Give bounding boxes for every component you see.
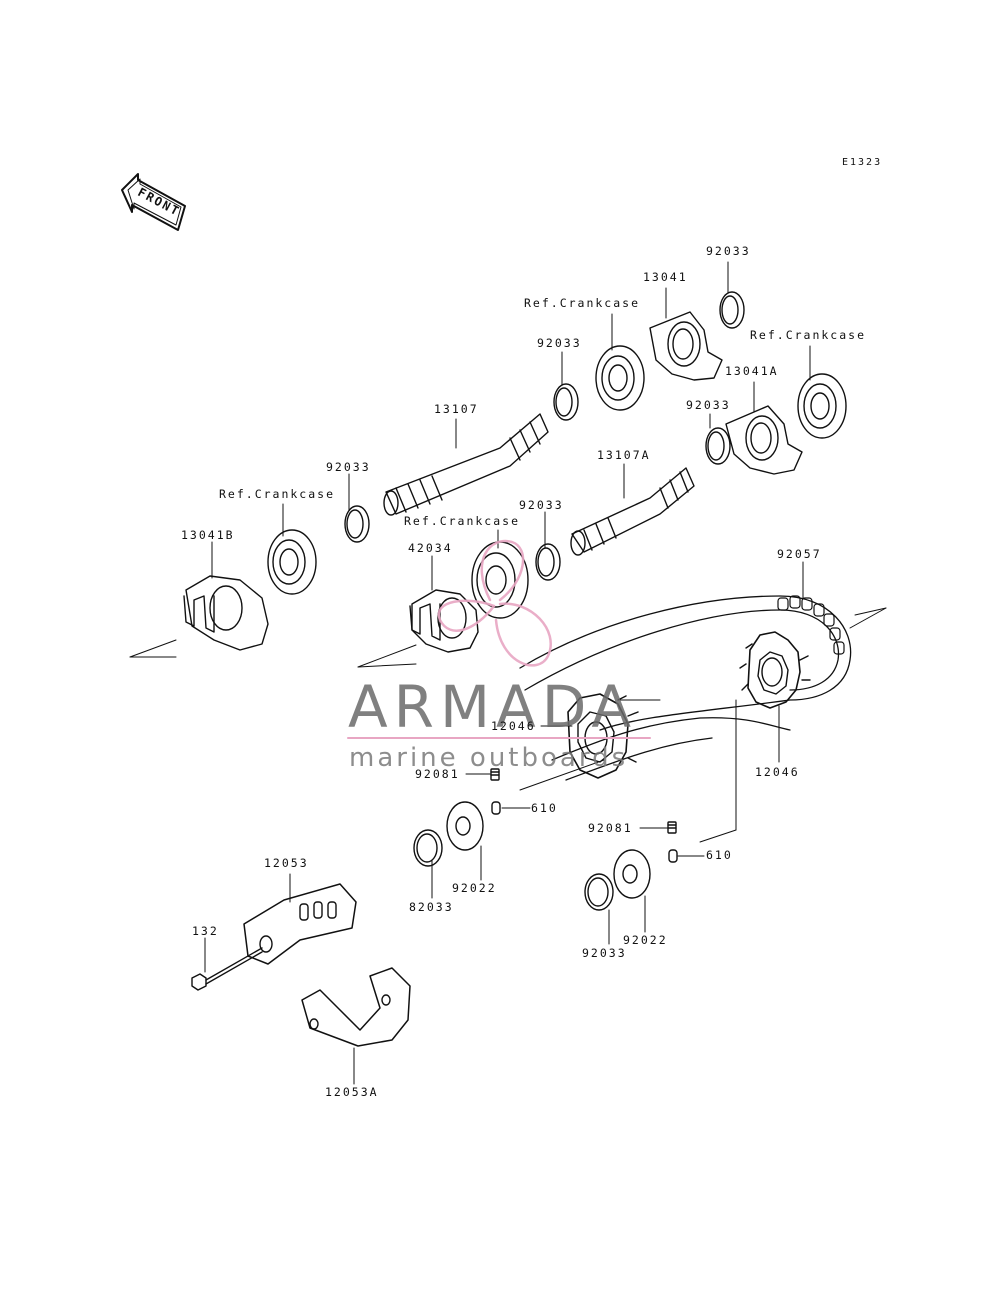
shaft-13107A [570,467,695,556]
coupling-42034 [409,589,479,653]
watermark-subtitle: marine outboards [349,743,629,773]
washer-92022-set [446,801,651,899]
label-13041B: 13041B [181,528,235,542]
label-13107: 13107 [434,402,479,416]
front-arrow-icon [121,173,186,231]
coupling-13041A [725,405,803,475]
label-610-right: 610 [706,848,733,862]
label-ref-crankcase-top: Ref.Crankcase [524,296,641,310]
label-12053: 12053 [264,856,309,870]
watermark-title: ARMADA [348,673,638,741]
coupling-13041B [183,575,269,651]
bearing-ref-crankcase-left [267,529,317,595]
chain-92057 [519,595,852,781]
label-92033-bottom: 92033 [582,946,627,960]
label-92033-top: 92033 [706,244,751,258]
leader-lines [129,261,887,1085]
label-42034: 42034 [408,541,453,555]
label-ref-crankcase-center: Ref.Crankcase [404,514,521,528]
guide-12053A [301,967,411,1047]
watermark-propeller-icon [437,539,552,667]
label-92081-right: 92081 [588,821,633,835]
bearing-ref-crankcase-top [595,345,645,411]
ring-92033-set [344,291,745,911]
label-13041A: 13041A [725,364,779,378]
bolt-132 [191,947,263,991]
label-12053A: 12053A [325,1085,379,1099]
label-92033-left: 92033 [326,460,371,474]
diagram-code: E1323 [842,157,883,168]
bearing-ref-crankcase-center [471,541,529,619]
label-92081-left: 92081 [415,767,460,781]
label-132: 132 [192,924,219,938]
small-parts [490,768,678,863]
label-92033-center: 92033 [519,498,564,512]
label-92022-right: 92022 [623,933,668,947]
label-92033-mid: 92033 [537,336,582,350]
label-92033-right: 92033 [686,398,731,412]
sprocket-12046-right [739,631,811,709]
label-92022-left: 92022 [452,881,497,895]
coupling-13041 [649,311,723,381]
label-ref-crankcase-left: Ref.Crankcase [219,487,336,501]
label-13041: 13041 [643,270,688,284]
label-82033: 82033 [409,900,454,914]
label-13107A: 13107A [597,448,651,462]
guide-12053 [243,883,357,965]
label-92057: 92057 [777,547,822,561]
label-ref-crankcase-right: Ref.Crankcase [750,328,867,342]
label-12046-left: 12046 [491,719,536,733]
label-610-left: 610 [531,801,558,815]
label-12046-right: 12046 [755,765,800,779]
bearing-ref-crankcase-right [797,373,847,439]
shaft-13107 [383,413,549,516]
